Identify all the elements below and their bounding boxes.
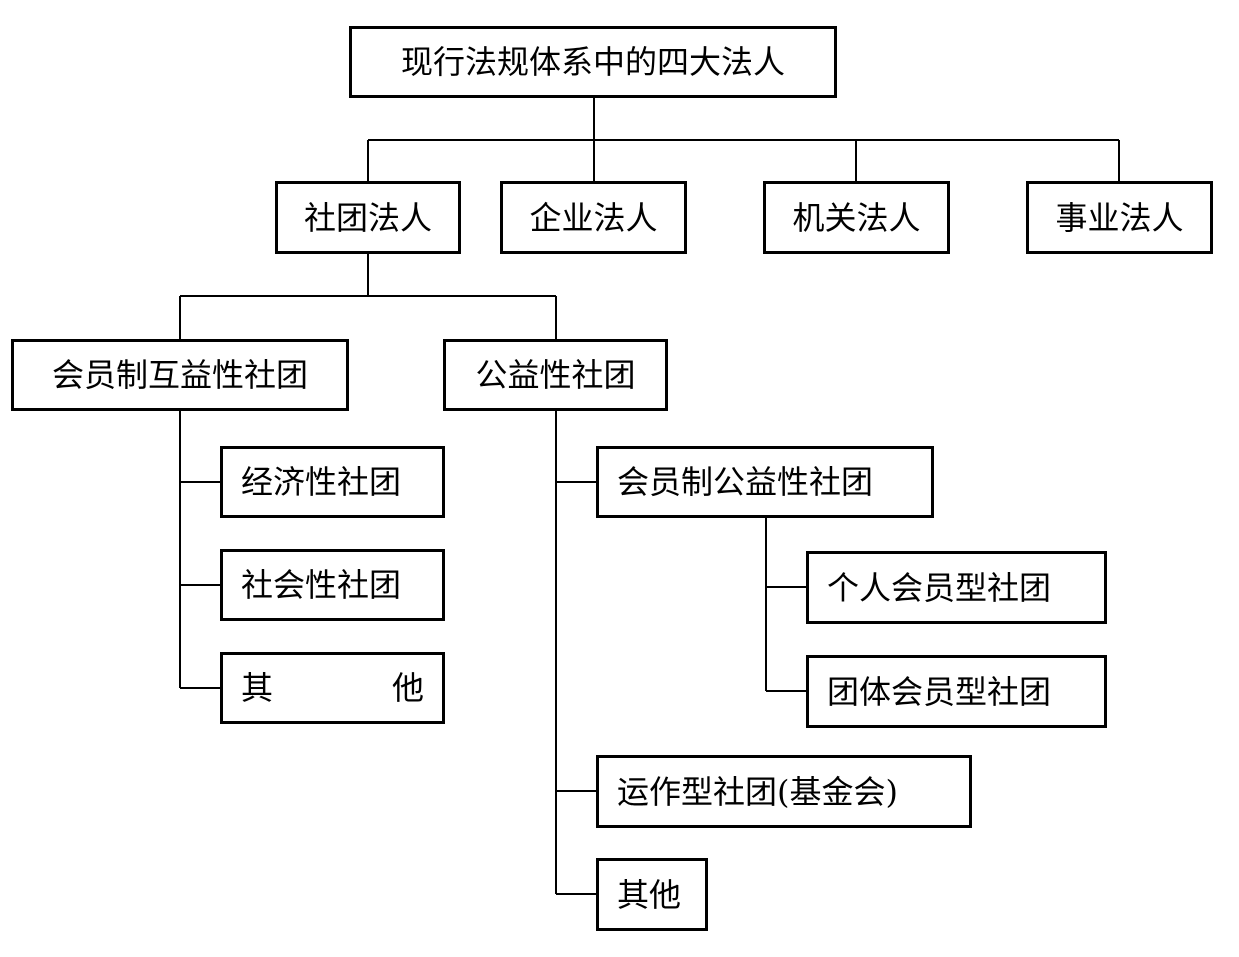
- huyi-other-left-char: 其: [241, 669, 274, 707]
- node-huyi-shetuan: 会员制互益性社团: [11, 339, 349, 411]
- node-tuanti-huiyuan: 团体会员型社团: [806, 655, 1107, 728]
- node-geren-huiyuan: 个人会员型社团: [806, 551, 1107, 624]
- node-gongyi-shetuan: 公益性社团: [443, 339, 668, 411]
- node-yunzuo-shetuan: 运作型社团(基金会): [596, 755, 972, 828]
- node-huyi-other: 其 他: [220, 652, 445, 724]
- root-node: 现行法规体系中的四大法人: [349, 26, 837, 98]
- node-jingji-shetuan: 经济性社团: [220, 446, 445, 518]
- node-shiye-faren: 事业法人: [1026, 181, 1213, 254]
- node-jiguan-faren: 机关法人: [763, 181, 950, 254]
- huyi-other-right-char: 他: [391, 669, 424, 707]
- node-qiye-faren: 企业法人: [500, 181, 687, 254]
- node-gongyi-other: 其他: [596, 858, 708, 931]
- node-shehui-shetuan: 社会性社团: [220, 549, 445, 621]
- node-shetuan-faren: 社团法人: [275, 181, 461, 254]
- node-member-gongyi-shetuan: 会员制公益性社团: [596, 446, 934, 518]
